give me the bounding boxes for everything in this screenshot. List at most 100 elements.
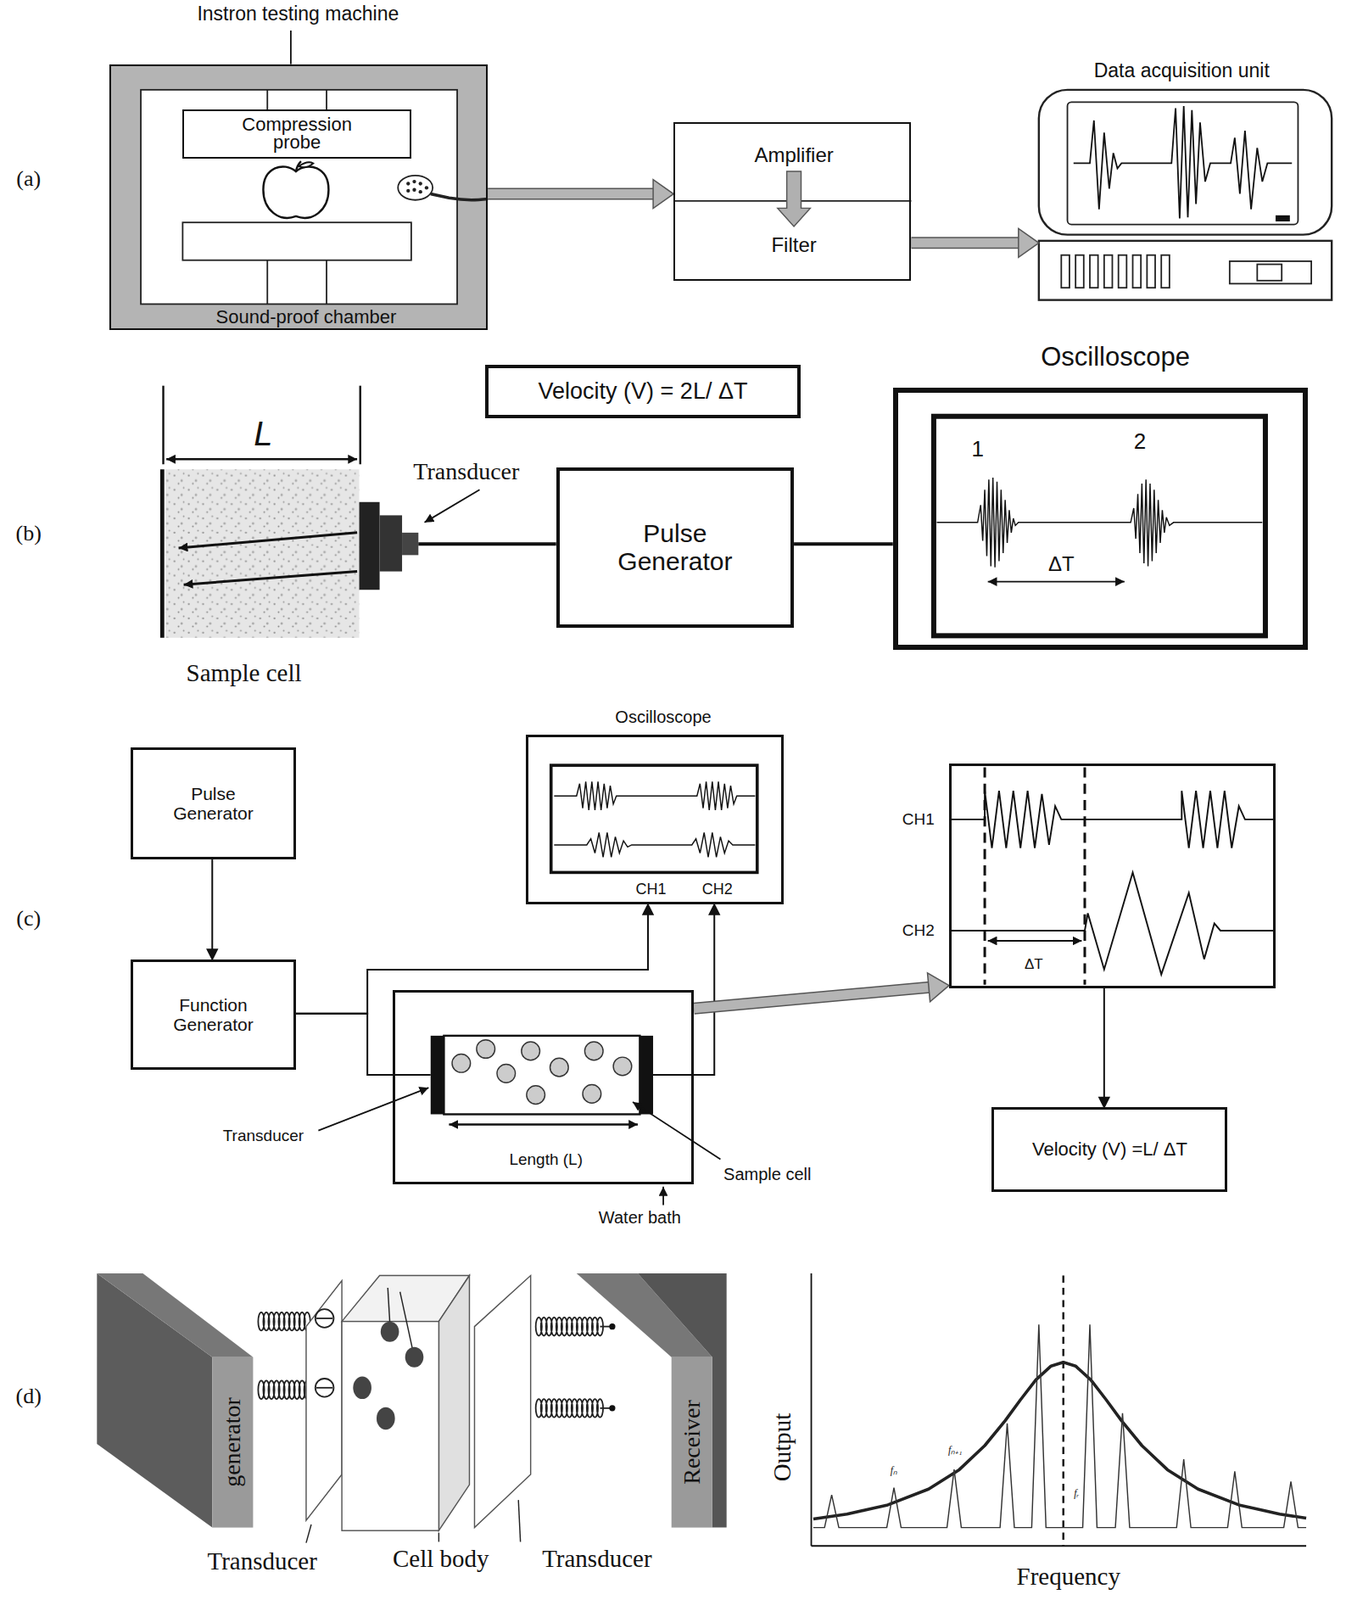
- probe-box: Compression probe: [182, 109, 412, 159]
- connector-line: [1103, 988, 1106, 1099]
- part-label: Transducer: [223, 1127, 304, 1145]
- apple-leaf: [299, 161, 314, 168]
- leader-line: [318, 1087, 429, 1131]
- chamber-box: Instron testing machineSound-proof chamb…: [109, 64, 488, 330]
- monitor: [1038, 89, 1332, 235]
- sample-port: [405, 1346, 425, 1368]
- leader-line: [290, 30, 292, 65]
- part-label: Transducer: [541, 1546, 652, 1574]
- connector: [296, 1013, 431, 1075]
- time-interval-arrow: [988, 939, 1083, 942]
- box-label: Sound-proof chamber: [216, 307, 397, 328]
- particle: [452, 1053, 471, 1073]
- chamber-wall: [109, 64, 488, 330]
- drive-slot: [1104, 255, 1113, 288]
- time-interval-arrow: [988, 580, 1125, 583]
- box-label: CH1: [636, 881, 667, 899]
- leader-line: [306, 1524, 312, 1543]
- signal-display: CH1CH2: [949, 763, 1276, 989]
- arrowhead: [1018, 228, 1039, 257]
- echo-number: 2: [1133, 428, 1146, 453]
- axis-title: Output: [769, 1413, 797, 1482]
- connector-line: [487, 189, 654, 199]
- particle: [476, 1039, 496, 1059]
- data-acquisition-unit: Data acquisition unit: [1038, 89, 1332, 302]
- box-label: Receiver: [678, 1399, 705, 1485]
- dimension-tick: [161, 385, 164, 465]
- wave-path: [178, 532, 358, 548]
- spring-lead: [599, 1325, 610, 1328]
- signal-trace: [553, 832, 755, 857]
- arrowhead: [1099, 1096, 1110, 1107]
- echo-trace: [937, 477, 1263, 568]
- particle: [584, 1041, 604, 1061]
- leader-line: [424, 489, 481, 522]
- reflector-wall: [160, 469, 165, 637]
- amplifier-filter-box: AmplifierFilter: [673, 122, 911, 280]
- frequency-label: fᵣ: [1073, 1488, 1079, 1500]
- receiver-side: [637, 1273, 727, 1527]
- box-label: Compression probe: [224, 116, 369, 152]
- chamber-interior: [140, 89, 458, 305]
- sample-cell: Sample cell: [430, 1035, 654, 1115]
- sample-material: [165, 469, 360, 637]
- transducer-plate: [306, 1280, 342, 1521]
- connector-line: [693, 987, 930, 1009]
- velocity-box: Velocity (V) = 2L/ ΔT: [485, 364, 802, 419]
- machine-post: [266, 260, 269, 305]
- connector: [693, 972, 950, 1009]
- sample-port-line: [400, 1291, 413, 1348]
- function-generator-box: Function Generator: [130, 959, 297, 1070]
- axis-title: Frequency: [1016, 1563, 1121, 1591]
- sample-chamber: [443, 1035, 640, 1115]
- box-label: CH1: [902, 810, 935, 829]
- drive-slot: [1089, 255, 1099, 288]
- connector-line: [296, 913, 648, 1014]
- box-label: CH2: [902, 921, 935, 940]
- connector: [418, 543, 556, 545]
- box-label: Sample cell: [723, 1164, 811, 1184]
- connector: [206, 859, 218, 960]
- time-marker: [1083, 767, 1086, 985]
- box-label: Velocity (V) = 2L/ ΔT: [538, 379, 749, 405]
- drive-slot: [1133, 255, 1142, 288]
- plate-contact: [316, 1317, 333, 1319]
- microphone-grille: [412, 179, 416, 184]
- drive-slot: [1118, 255, 1128, 288]
- plate-contact: [315, 1308, 335, 1328]
- drive-slot: [1061, 255, 1070, 288]
- drive-slot: [1161, 255, 1170, 288]
- receiver-block: Receiver: [671, 1357, 713, 1528]
- generator-face: [212, 1357, 253, 1528]
- plate-contact: [316, 1386, 333, 1389]
- transducer-body: [379, 514, 403, 571]
- block-arrow: [777, 171, 811, 227]
- arrowhead: [642, 904, 654, 915]
- part-label: Cell body: [392, 1546, 490, 1574]
- spring-terminal: [608, 1404, 615, 1411]
- connector-line: [296, 1013, 431, 1075]
- box-label: generator: [219, 1396, 246, 1487]
- oscilloscope-screen: [551, 765, 758, 872]
- dimension-label: Length (L): [508, 1150, 583, 1168]
- connector: [1099, 988, 1110, 1108]
- transducer-face: [359, 502, 380, 590]
- leader-line: [438, 1532, 440, 1542]
- sample-cell: Sample cell: [160, 469, 419, 638]
- spring-lead: [599, 1407, 610, 1409]
- connector: [487, 179, 674, 209]
- generator-top: [96, 1273, 253, 1358]
- drive-slot: [1146, 255, 1156, 288]
- time-interval-label: ΔT: [1048, 552, 1075, 576]
- microphone-grille: [412, 188, 416, 192]
- spring-terminal: [608, 1323, 615, 1330]
- dimension-tick: [359, 385, 362, 465]
- leader-line: [518, 1499, 520, 1542]
- part-label: Transducer: [413, 457, 520, 485]
- pulse-generator-box: Pulse Generator: [556, 467, 794, 628]
- transducer-plate: [430, 1035, 445, 1115]
- connector-line: [418, 541, 556, 546]
- particle: [613, 1056, 632, 1076]
- dimension-line: [448, 1122, 638, 1125]
- leader-line: [632, 1101, 721, 1159]
